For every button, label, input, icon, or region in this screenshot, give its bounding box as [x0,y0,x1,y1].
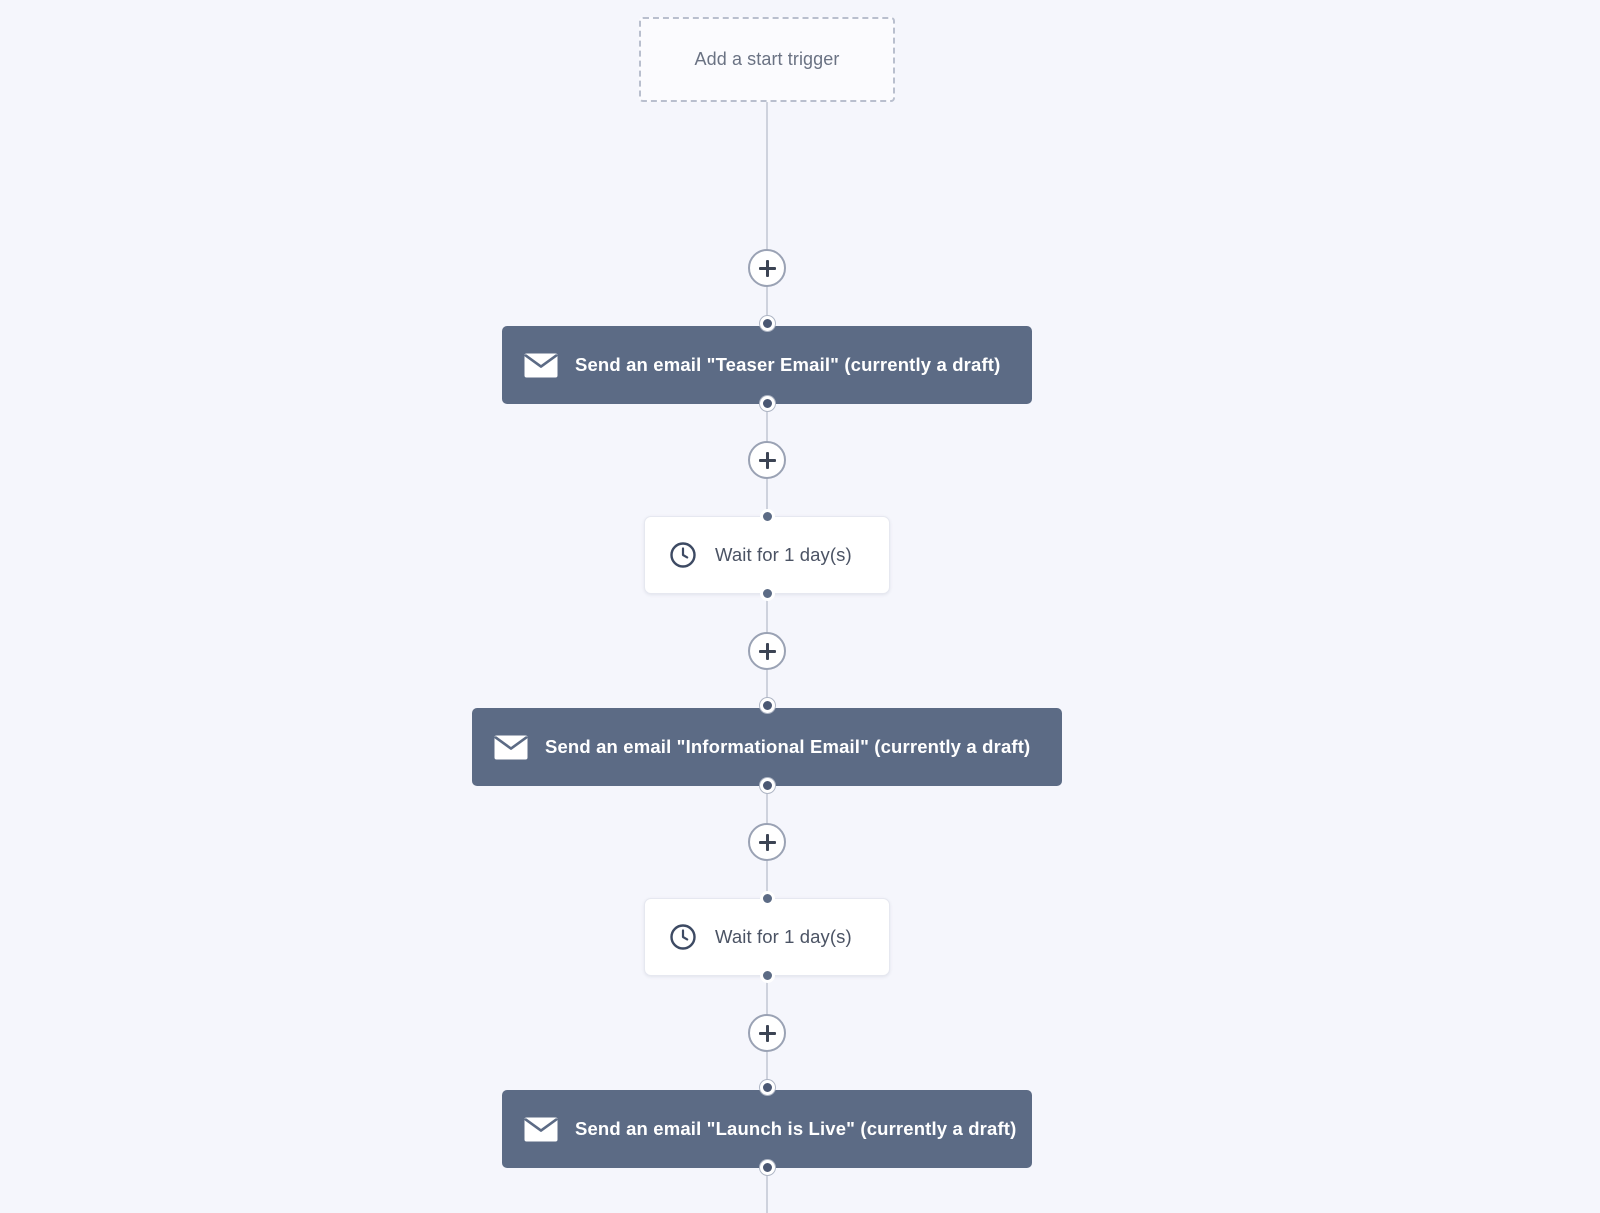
start-trigger-label: Add a start trigger [694,49,840,69]
step-label-email-2: Send an email "Informational Email" (cur… [545,736,1031,757]
start-trigger-placeholder[interactable]: Add a start trigger [639,17,895,102]
node-handle-top-wait-1[interactable] [760,509,775,524]
node-handle-bottom-email-3[interactable] [760,1160,775,1175]
connector-line-email1-to-plus2 [766,398,768,444]
plus-icon [758,642,776,660]
connector-line-wait2-to-plus5 [766,970,768,1018]
step-node-email-1[interactable]: Send an email "Teaser Email" (currently … [502,326,1032,404]
step-label-email-3: Send an email "Launch is Live" (currentl… [575,1118,1017,1139]
step-node-wait-2[interactable]: Wait for 1 day(s) [644,898,890,976]
add-step-button-2[interactable] [748,441,786,479]
add-step-button-5[interactable] [748,1014,786,1052]
envelope-icon [524,353,558,377]
node-handle-bottom-wait-1[interactable] [760,586,775,601]
node-handle-bottom-wait-2[interactable] [760,968,775,983]
step-label-email-1: Send an email "Teaser Email" (currently … [575,354,1001,375]
connector-line-plus1-to-email1 [766,286,768,330]
node-handle-top-email-3[interactable] [760,1080,775,1095]
connector-line-wait1-to-plus3 [766,588,768,636]
plus-icon [758,833,776,851]
step-node-email-3[interactable]: Send an email "Launch is Live" (currentl… [502,1090,1032,1168]
step-label-wait-2: Wait for 1 day(s) [715,926,852,947]
clock-icon [670,924,696,950]
connector-line-email3-to-next [766,1162,768,1213]
envelope-icon [524,1117,558,1141]
plus-icon [758,1024,776,1042]
connector-line-plus2-to-wait1 [766,478,768,520]
step-node-wait-1[interactable]: Wait for 1 day(s) [644,516,890,594]
node-handle-top-email-1[interactable] [760,316,775,331]
add-step-button-1[interactable] [748,249,786,287]
connector-line-start-to-plus1 [766,102,768,254]
step-node-email-2[interactable]: Send an email "Informational Email" (cur… [472,708,1062,786]
node-handle-top-wait-2[interactable] [760,891,775,906]
add-step-button-4[interactable] [748,823,786,861]
step-label-wait-1: Wait for 1 day(s) [715,544,852,565]
node-handle-top-email-2[interactable] [760,698,775,713]
connector-line-plus5-to-email3 [766,1052,768,1094]
connector-line-email2-to-plus4 [766,780,768,826]
plus-icon [758,451,776,469]
clock-icon [670,542,696,568]
plus-icon [758,259,776,277]
connector-line-plus4-to-wait2 [766,860,768,902]
connector-line-plus3-to-email2 [766,670,768,712]
envelope-icon [494,735,528,759]
add-step-button-3[interactable] [748,632,786,670]
node-handle-bottom-email-2[interactable] [760,778,775,793]
node-handle-bottom-email-1[interactable] [760,396,775,411]
